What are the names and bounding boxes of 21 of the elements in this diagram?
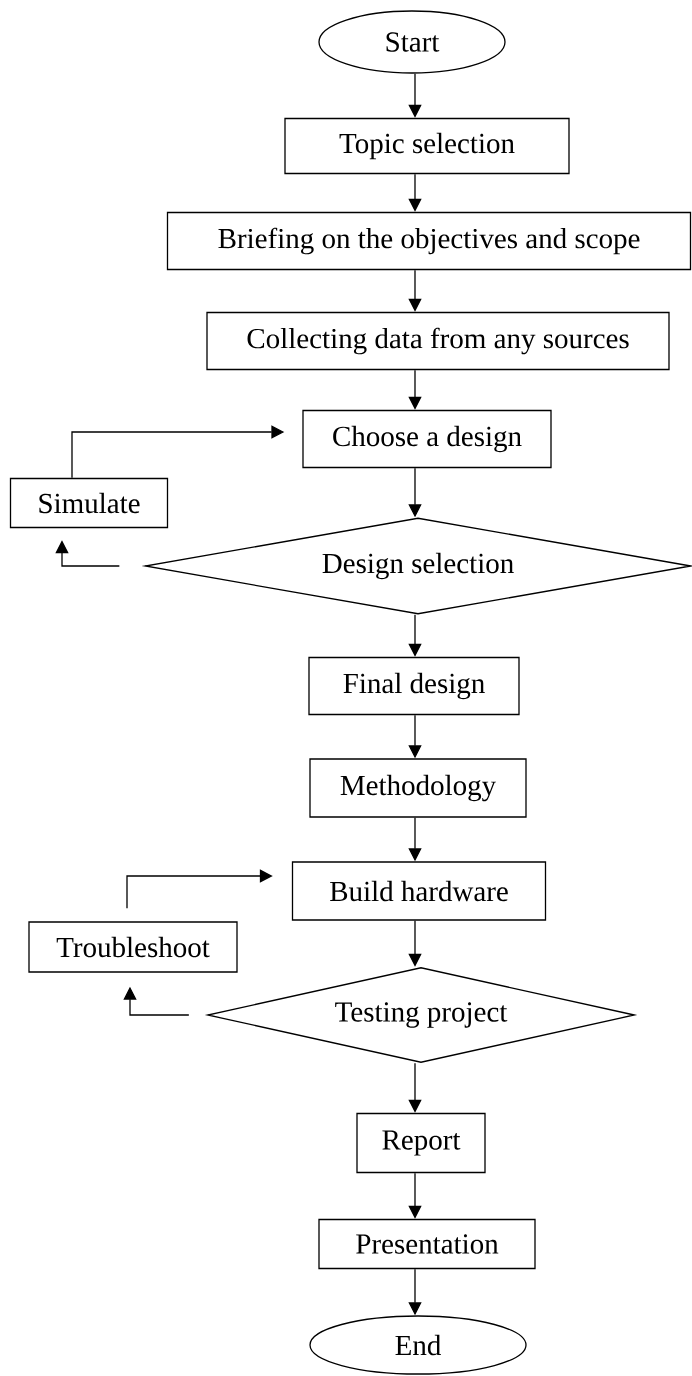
arrow — [408, 369, 422, 410]
arrow — [408, 269, 422, 312]
arrow — [408, 73, 422, 118]
arrow — [408, 1062, 422, 1113]
process-box: Final design — [308, 656, 520, 716]
process-box: Topic selection — [284, 117, 570, 175]
arrow — [408, 920, 422, 967]
process-box: Briefing on the objectives and scope — [166, 211, 692, 271]
arrow — [408, 173, 422, 212]
process-box: Troubleshoot — [28, 921, 238, 973]
arrow — [408, 1172, 422, 1219]
process-box: Presentation — [318, 1218, 536, 1270]
process-box: Methodology — [309, 758, 527, 818]
process-box: Report — [356, 1112, 486, 1174]
process-box: Choose a design — [302, 409, 552, 469]
process-box: Build hardware — [291, 861, 547, 921]
arrow — [408, 614, 422, 657]
process-box: Collecting data from any sources — [206, 311, 670, 371]
arrow — [55, 540, 120, 567]
arrow — [126, 869, 273, 909]
process-box: Simulate — [9, 477, 169, 529]
